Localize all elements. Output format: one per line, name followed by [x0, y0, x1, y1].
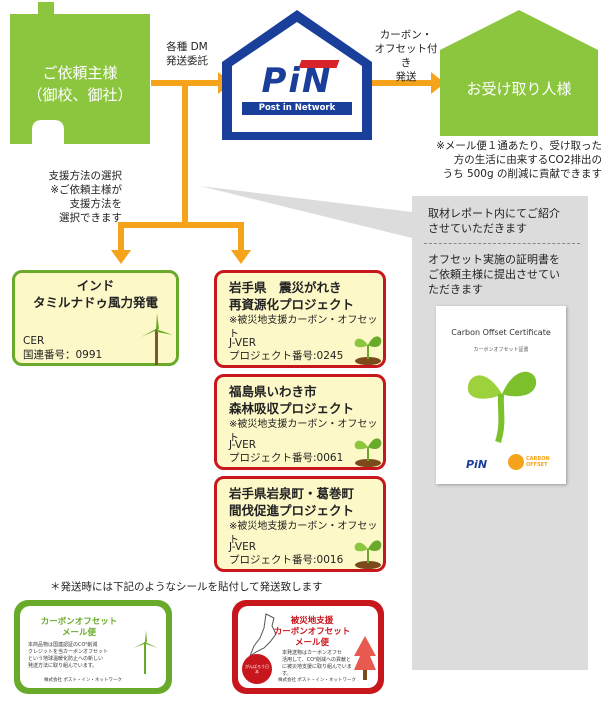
- project-number: プロジェクト番号:0016: [229, 554, 344, 566]
- seedling-icon: [354, 540, 382, 569]
- recipient-note: ※メール便１通あたり、受け取った 方の生活に由来するCO2排出の うち 500g…: [436, 140, 602, 180]
- seal-title-line1: カーボンオフセット: [40, 617, 118, 627]
- project-title-line1: 福島県いわき市: [229, 384, 317, 399]
- seedling-icon: [354, 438, 382, 467]
- report-note: 取材レポート内にてご紹介 させていただきます: [428, 207, 560, 235]
- japan-map-icon: [248, 613, 277, 658]
- ganbaro-badge: [242, 654, 272, 684]
- project-cert-type: J-VER: [229, 541, 257, 553]
- carbon-offset-badge-text: CARBON OFFSET: [526, 456, 550, 468]
- project-title-line1: インド: [76, 278, 115, 293]
- report-divider: [424, 243, 580, 244]
- seal-title-line0: 被災地支援: [290, 616, 334, 626]
- recipient-label: お受け取り人様: [466, 80, 572, 98]
- wind-turbine-icon: [141, 313, 173, 365]
- seal-title-line1: カーボンオフセット: [273, 627, 351, 637]
- project-card-india: インド タミルナドゥ風力発電 CER 国連番号：0991: [12, 270, 179, 366]
- client-affiliation: （御校、御社）: [27, 86, 133, 104]
- seal-footer: 株式会社 ポスト・イン・ネットワーク: [44, 678, 122, 683]
- carbon-offset-label: カーボン・ オフセット付き 発送: [374, 29, 438, 83]
- seal-body: 本商品物は国連認証のCO²削減 クレジットを当カーボンオフセット という地球温暖…: [28, 642, 109, 669]
- project-card-iwaizumi-thinning: 岩手県岩泉町・葛巻町 間伐促進プロジェクト ※被災地支援カーボン・オフセット J…: [214, 476, 386, 572]
- project-number: 国連番号：0991: [23, 349, 103, 361]
- certificate-note: オフセット実施の証明書を ご依頼主様に提出させてい ただきます: [428, 253, 560, 296]
- seal-title-line2: メール便: [294, 638, 329, 648]
- project-subtitle: ※被災地支援カーボン・オフセット: [229, 315, 378, 340]
- project-title-line2: 再資源化プロジェクト: [229, 297, 355, 312]
- project-cert-type: J-VER: [229, 439, 257, 451]
- tree-icon: [354, 636, 376, 680]
- certificate-pin-logo: PiN: [466, 458, 488, 471]
- project-title-line1: 岩手県 震災がれき: [229, 280, 342, 295]
- certificate-subtitle: カーボンオフセット証書: [473, 347, 529, 353]
- carbon-offset-seal-green: カーボンオフセット メール便 本商品物は国連認証のCO²削減 クレジットを当カー…: [14, 600, 172, 694]
- certificate-title: Carbon Offset Certificate: [451, 328, 551, 337]
- project-cert-type: CER: [23, 335, 45, 347]
- seal-body: 本発送物はカーボンオフセ 活用して、CO²削減への貢献と に被災地支援に取り組ん…: [282, 650, 352, 677]
- seal-inner: [20, 606, 166, 688]
- carbon-offset-badge: [508, 454, 524, 470]
- pin-logo: PiN Post in Network: [238, 62, 356, 115]
- project-number: プロジェクト番号:0245: [229, 350, 344, 362]
- project-number: プロジェクト番号:0061: [229, 452, 344, 464]
- client-house-shape: [10, 2, 150, 144]
- pin-logo-mark: PiN: [261, 61, 333, 101]
- project-title-line2: タミルナドゥ風力発電: [32, 295, 158, 310]
- project-subtitle: ※被災地支援カーボン・オフセット: [229, 419, 378, 444]
- seal-note: ＊発送時には下記のようなシールを貼付して発送致します: [50, 581, 323, 593]
- seedling-icon: [354, 336, 382, 365]
- project-subtitle: ※被災地支援カーボン・オフセット: [229, 521, 378, 546]
- ganbaro-badge-text: がんばろう日本: [245, 664, 269, 674]
- project-card-fukushima-forest: 福島県いわき市 森林吸収プロジェクト ※被災地支援カーボン・オフセット J-VE…: [214, 374, 386, 470]
- client-name: ご依頼主様: [42, 64, 118, 82]
- seal-footer: 株式会社 ポスト・イン・ネットワーク: [278, 678, 356, 683]
- sprout-icon: [467, 371, 537, 443]
- seal-title-line2: メール便: [61, 628, 96, 638]
- pin-logo-sub: Post in Network: [242, 102, 352, 115]
- certificate-document: Carbon Offset Certificate カーボンオフセット証書 Pi…: [436, 306, 566, 484]
- disaster-support-seal-red: 被災地支援 カーボンオフセット メール便 本発送物はカーボンオフセ 活用して、C…: [232, 600, 384, 694]
- project-title-line2: 森林吸収プロジェクト: [229, 401, 355, 416]
- wind-turbine-icon: [134, 630, 158, 674]
- project-title-line2: 間伐促進プロジェクト: [229, 503, 355, 518]
- client-label: ご依頼主様 （御校、御社）: [10, 62, 150, 106]
- support-method-note: 支援方法の選択 ※ご依頼主様が 支援方法を 選択できます: [48, 170, 123, 224]
- project-title-line1: 岩手県岩泉町・葛巻町: [229, 486, 355, 501]
- recipient-house-shape: [440, 10, 598, 136]
- project-card-iwate-debris: 岩手県 震災がれき 再資源化プロジェクト ※被災地支援カーボン・オフセット J-…: [214, 270, 386, 368]
- dm-label: 各種 DM 発送委託: [166, 41, 208, 67]
- project-cert-type: J-VER: [229, 337, 257, 349]
- pin-logo-swoosh: [298, 60, 340, 68]
